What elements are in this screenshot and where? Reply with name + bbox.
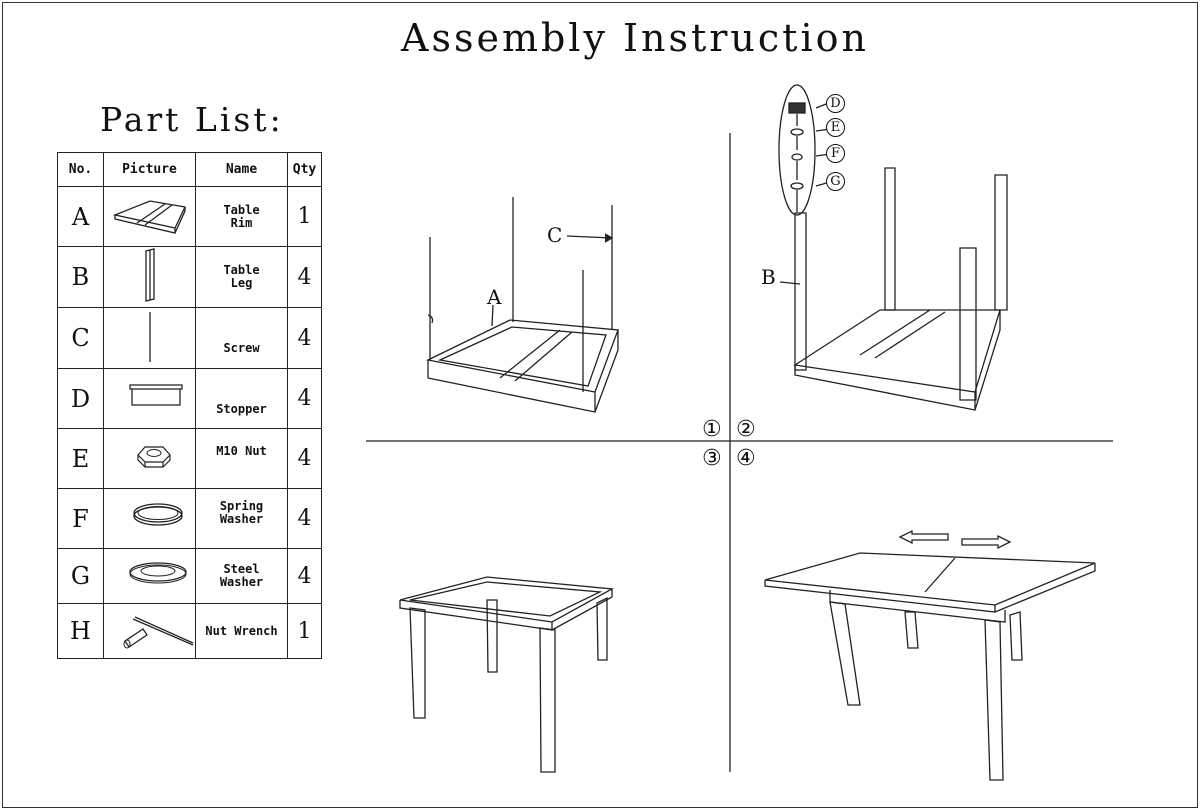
label-a: A: [487, 285, 502, 309]
part-qty: 4: [287, 307, 322, 369]
part-name: M10 Nut: [195, 428, 288, 489]
label-f: F: [826, 144, 845, 163]
step-number-1: ①: [702, 417, 722, 442]
part-no: D: [57, 368, 104, 429]
stopper-icon: [103, 368, 196, 429]
part-qty: 1: [287, 603, 322, 659]
label-e: E: [826, 118, 845, 137]
table-leg-icon: [103, 246, 196, 308]
part-qty: 4: [287, 246, 322, 308]
part-no: B: [57, 246, 104, 308]
step-number-4: ④: [736, 446, 756, 471]
part-qty: 1: [287, 186, 322, 247]
part-name: Spring Washer: [195, 488, 288, 549]
part-name: Nut Wrench: [195, 603, 288, 659]
page-title: Assembly Instruction: [401, 16, 869, 60]
part-qty: 4: [287, 368, 322, 429]
step2-legs-drawing: [778, 84, 1008, 411]
part-qty: 4: [287, 548, 322, 604]
part-no: A: [57, 186, 104, 247]
part-name: Table Rim: [195, 186, 288, 247]
nut-wrench-icon: [103, 603, 196, 659]
step-number-2: ②: [736, 417, 756, 442]
part-no: F: [57, 488, 104, 549]
label-c: C: [547, 223, 563, 247]
part-name: Steel Washer: [195, 548, 288, 604]
table-header: No. Picture Name Qty: [57, 152, 322, 187]
label-b: B: [761, 265, 776, 289]
header-no: No.: [57, 152, 104, 187]
step3-table-drawing: [399, 576, 615, 773]
label-g: G: [826, 172, 845, 191]
part-qty: 4: [287, 428, 322, 489]
spring-washer-icon: [103, 488, 196, 549]
step-number-3: ③: [702, 446, 722, 471]
step4-extended-table-drawing: [764, 529, 1096, 781]
label-d: D: [826, 94, 845, 113]
step1-frame-drawing: [425, 197, 619, 413]
part-no: H: [57, 603, 104, 659]
part-list-title: Part List:: [100, 100, 284, 139]
nut-icon: [103, 428, 196, 489]
